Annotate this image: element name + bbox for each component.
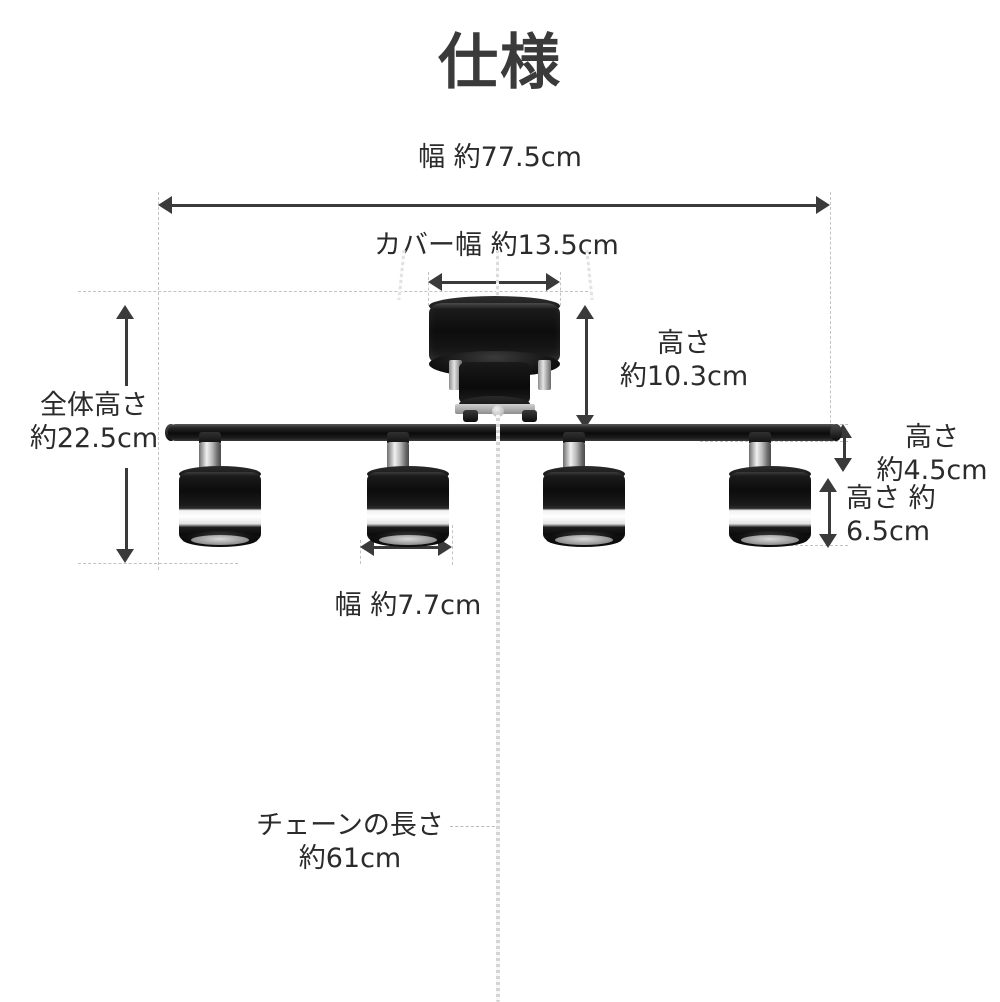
total-width-arrow-right [816, 196, 830, 214]
total-height-line-lower [125, 468, 128, 550]
spotlight-joint-1 [199, 432, 221, 445]
guide-bar-bottom [700, 441, 848, 442]
canopy-screw-left [449, 360, 462, 390]
page-title: 仕様 [438, 28, 562, 98]
chain-length-label-line1: チェーンの長さ [256, 810, 444, 841]
cover-width-line [440, 281, 550, 284]
cover-width-arrow-left [428, 273, 442, 291]
guide-top-horizontal [78, 291, 588, 292]
total-height-label: 全体高さ 約22.5cm [24, 390, 164, 456]
spotlight-joint-4 [749, 432, 771, 445]
shade-height-line [828, 491, 831, 535]
spotlight-lens-3 [555, 535, 613, 545]
total-height-label-line1: 全体高さ [40, 390, 148, 421]
spotlight-head-2 [367, 432, 449, 552]
guide-cover-right [560, 272, 561, 306]
spotlight-lens-4 [741, 535, 799, 545]
chain-length-leader-line [450, 826, 500, 827]
spotlight-head-3 [543, 432, 625, 552]
decor-chain-left [397, 249, 406, 301]
total-width-arrow-left [158, 196, 172, 214]
guide-right-outer [830, 192, 831, 438]
guide-shade-right [452, 525, 453, 565]
shade-width-arrow-left [360, 538, 374, 556]
shade-height-arrow-up [819, 478, 837, 492]
decor-chain-center [496, 250, 499, 305]
total-height-label-line2: 約22.5cm [29, 422, 159, 454]
canopy-height-arrow-up [576, 305, 594, 319]
spotlight-shade-2 [367, 472, 449, 542]
canopy-height-line [585, 318, 588, 416]
spotlight-head-1 [179, 432, 261, 552]
canopy-screw-right [538, 360, 551, 390]
shade-height-label: 高さ 約 6.5cm [846, 483, 1000, 549]
shade-width-label: 幅 約7.7cm [334, 590, 482, 621]
bar-cap-right [830, 424, 842, 441]
spotlight-shade-3 [543, 472, 625, 542]
bar-height-label-line1: 高さ [905, 422, 959, 453]
pull-chain[interactable] [496, 412, 500, 1002]
guide-left-outer [158, 192, 159, 570]
spotlight-lens-1 [191, 535, 249, 545]
total-width-label: 幅 約77.5cm [418, 142, 582, 173]
spotlight-shade-1 [179, 472, 261, 542]
decor-chain-right [585, 249, 594, 301]
pull-chain-anchor [492, 405, 504, 417]
spotlight-shade-4 [729, 472, 811, 542]
spotlight-head-4 [729, 432, 811, 552]
spotlight-lens-2 [379, 535, 437, 545]
total-height-arrow-down [116, 549, 134, 563]
horizontal-bar [168, 424, 840, 441]
chain-length-label: チェーンの長さ 約61cm [250, 810, 450, 876]
chain-length-label-line2: 約61cm [298, 842, 402, 874]
spotlight-joint-2 [387, 432, 409, 445]
total-height-line-upper [125, 318, 128, 386]
total-height-arrow-up [116, 305, 134, 319]
shade-height-label-line1: 高さ 約 [846, 483, 936, 514]
canopy-height-label-line1: 高さ [657, 328, 711, 359]
bar-height-label: 高さ 約4.5cm [862, 422, 1000, 488]
spotlight-joint-3 [563, 432, 585, 445]
canopy-nut-left [463, 410, 478, 422]
guide-bottom-horizontal [78, 563, 238, 564]
bar-height-arrow-down [834, 458, 852, 472]
canopy-nut-right [522, 410, 537, 422]
canopy-height-label-line2: 約10.3cm [619, 360, 749, 392]
bar-height-line [843, 437, 846, 459]
bar-height-label-line2: 約4.5cm [876, 454, 988, 486]
canopy-height-label: 高さ 約10.3cm [604, 328, 764, 394]
shade-width-line [372, 546, 440, 549]
shade-height-arrow-down [819, 534, 837, 548]
shade-height-label-line2: 6.5cm [846, 515, 931, 547]
guide-shade-bottom [760, 545, 848, 546]
cover-width-arrow-right [546, 273, 560, 291]
total-width-line [170, 204, 820, 207]
